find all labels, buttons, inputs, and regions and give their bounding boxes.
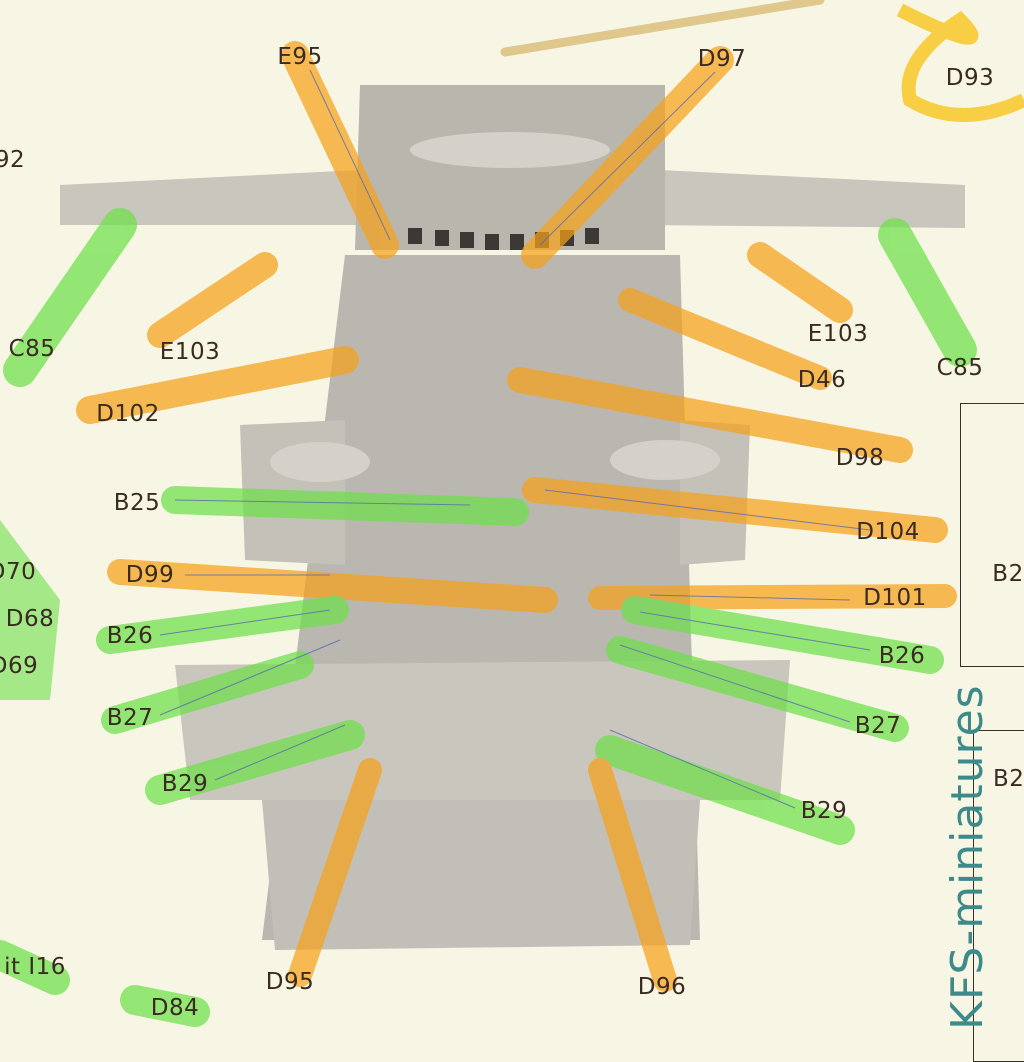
label-b27-left: B27 xyxy=(106,705,154,731)
highlight-e103-right xyxy=(747,242,853,323)
label-d102: D102 xyxy=(96,401,160,427)
label-d96: D96 xyxy=(637,974,687,1000)
label-i16: it I16 xyxy=(4,954,66,980)
highlight-d99 xyxy=(107,559,558,613)
highlight-b26-right xyxy=(621,596,944,674)
highlight-b29-left xyxy=(145,720,365,805)
highlight-d98 xyxy=(507,367,913,463)
label-b2-lower: B2 xyxy=(993,766,1024,792)
highlight-left-margin xyxy=(0,520,60,700)
label-d68: D68 xyxy=(5,606,55,632)
highlight-b27-right xyxy=(606,636,909,742)
toothpick xyxy=(500,0,825,57)
label-b2-upper: B2 xyxy=(992,561,1024,587)
label-92: 92 xyxy=(0,147,26,173)
highlight-c85-right xyxy=(878,218,977,367)
highlight-b29-right xyxy=(595,735,855,845)
highlight-e95 xyxy=(281,41,399,259)
highlight-d93 xyxy=(896,3,1024,122)
label-c85-left: C85 xyxy=(8,336,56,362)
label-b25: B25 xyxy=(113,490,161,516)
label-d95: D95 xyxy=(265,969,315,995)
highlight-b27-left xyxy=(101,651,314,734)
watermark: KFS-miniatures xyxy=(942,684,993,1030)
highlight-d102 xyxy=(76,346,359,424)
label-d98: D98 xyxy=(835,445,885,471)
highlight-d84 xyxy=(120,985,210,1027)
label-d97: D97 xyxy=(697,46,747,72)
label-b27-right: B27 xyxy=(854,713,902,739)
highlight-d101 xyxy=(588,584,957,610)
highlight-d46 xyxy=(618,288,832,390)
highlight-d96 xyxy=(588,758,677,992)
label-d46: D46 xyxy=(797,367,847,393)
highlight-i16 xyxy=(0,940,70,995)
label-b29-right: B29 xyxy=(800,798,848,824)
label-d84: D84 xyxy=(150,995,200,1021)
label-e103-right: E103 xyxy=(807,321,869,347)
label-d69: D69 xyxy=(0,653,39,679)
highlight-c85-left xyxy=(3,208,137,387)
label-e95: E95 xyxy=(277,44,323,70)
highlight-d95 xyxy=(288,758,382,987)
label-b26-right: B26 xyxy=(878,643,926,669)
highlight-e103-left xyxy=(147,252,278,348)
highlight-d97 xyxy=(521,46,734,269)
detail-box-upper xyxy=(960,403,1024,667)
label-c85-right: C85 xyxy=(936,355,984,381)
label-d93: D93 xyxy=(945,65,995,91)
label-b26-left: B26 xyxy=(106,623,154,649)
label-d70: D70 xyxy=(0,559,37,585)
label-b29-left: B29 xyxy=(161,771,209,797)
label-d104: D104 xyxy=(856,519,920,545)
highlight-b25 xyxy=(161,486,529,526)
leader-lines xyxy=(159,69,871,809)
label-e103-left: E103 xyxy=(159,339,221,365)
label-d101: D101 xyxy=(863,585,927,611)
label-d99: D99 xyxy=(125,562,175,588)
